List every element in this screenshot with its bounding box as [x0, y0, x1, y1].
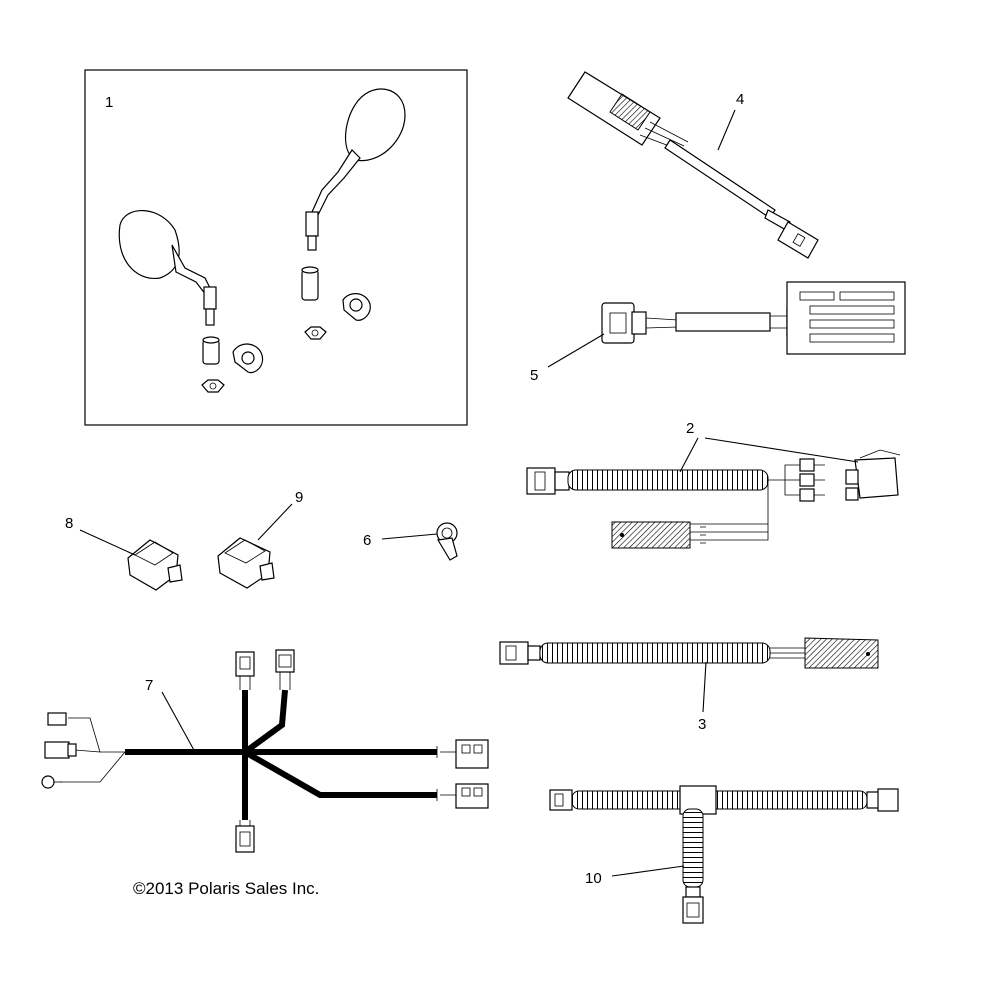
left-mirror: [118, 210, 217, 326]
callout-7: 7: [145, 677, 153, 694]
callout-5: 5: [530, 367, 538, 384]
leader-4: [717, 109, 736, 151]
callout-10: 10: [585, 870, 602, 887]
right-mirror: [305, 88, 406, 251]
mirror-hardware: [201, 266, 371, 393]
callout-numbers: 1 2 3 4 5 6 7 8 9 10: [65, 91, 744, 887]
leader-9: [257, 503, 293, 541]
callout-3: 3: [698, 716, 706, 733]
leader-6: [381, 533, 438, 540]
switch-item-9: [217, 537, 275, 589]
callout-9: 9: [295, 489, 303, 506]
harness-item-4: [567, 71, 819, 259]
harness-item-3: [499, 637, 879, 669]
copyright-text: ©2013 Polaris Sales Inc.: [133, 879, 319, 898]
switch-item-8: [127, 539, 183, 591]
leader-5: [547, 333, 605, 368]
leader-7: [161, 691, 196, 753]
mirror-kit-frame: [84, 69, 468, 426]
harness-item-7: [41, 649, 489, 853]
harness-item-5: [601, 281, 906, 355]
leader-10: [611, 865, 685, 877]
callout-1: 1: [105, 94, 113, 111]
callout-4: 4: [736, 91, 744, 108]
leader-2b: [704, 437, 859, 463]
leader-lines: [79, 109, 859, 877]
callout-6: 6: [363, 532, 371, 549]
harness-item-2: [526, 449, 901, 549]
connector-item-6: [436, 522, 458, 561]
callout-2: 2: [686, 420, 694, 437]
callout-8: 8: [65, 515, 73, 532]
leader-3: [702, 661, 707, 713]
leader-8: [79, 529, 136, 556]
harness-item-10: [549, 785, 899, 924]
leader-2a: [679, 437, 699, 473]
mirror-kit-group: [84, 69, 468, 426]
